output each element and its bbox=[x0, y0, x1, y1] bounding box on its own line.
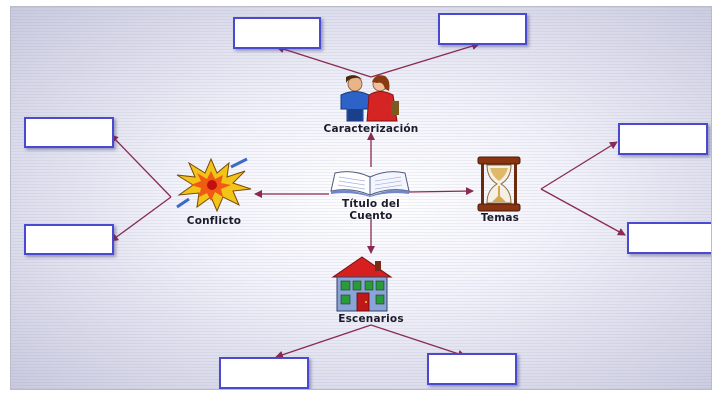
connector-caracterizacion-box-right bbox=[370, 42, 480, 78]
house-icon bbox=[331, 256, 393, 312]
escenarios-blank-box-left[interactable] bbox=[219, 357, 309, 389]
escenarios-label: Escenarios bbox=[338, 313, 404, 325]
connector-conflicto-box-top bbox=[110, 134, 172, 198]
caracterizacion-label: Caracterización bbox=[323, 123, 419, 135]
connector-temas-box-bottom bbox=[540, 188, 626, 236]
conflicto-label: Conflicto bbox=[186, 215, 242, 227]
escenarios-blank-box-right[interactable] bbox=[427, 353, 517, 385]
story-map-diagram: Caracterización Título del Cuento Confli… bbox=[10, 6, 712, 390]
caracterizacion-blank-box-right[interactable] bbox=[438, 13, 527, 45]
hourglass-icon bbox=[477, 156, 521, 212]
connector-temas-box-top bbox=[540, 141, 618, 190]
temas-blank-box-bottom[interactable] bbox=[627, 222, 711, 254]
center-title-label: Título del Cuento bbox=[342, 198, 400, 222]
center-title-line1: Título del bbox=[342, 198, 400, 210]
temas-label: Temas bbox=[480, 212, 520, 224]
connector-escenarios-box-right bbox=[370, 324, 466, 358]
caracterizacion-blank-box-left[interactable] bbox=[233, 17, 321, 49]
connector-escenarios-box-left bbox=[275, 324, 372, 359]
connector-lines bbox=[110, 42, 626, 359]
people-icon bbox=[340, 75, 399, 122]
center-title-line2: Cuento bbox=[349, 210, 393, 222]
connector-conflicto-box-bottom bbox=[110, 196, 172, 242]
open-book-icon bbox=[330, 171, 410, 197]
connector-caracterizacion-box-left bbox=[276, 45, 372, 78]
temas-blank-box-top[interactable] bbox=[618, 123, 708, 155]
conflicto-blank-box-top[interactable] bbox=[24, 117, 114, 148]
connector-center-temas bbox=[408, 187, 474, 196]
conflicto-blank-box-bottom[interactable] bbox=[24, 224, 114, 255]
explosion-icon bbox=[176, 157, 252, 213]
